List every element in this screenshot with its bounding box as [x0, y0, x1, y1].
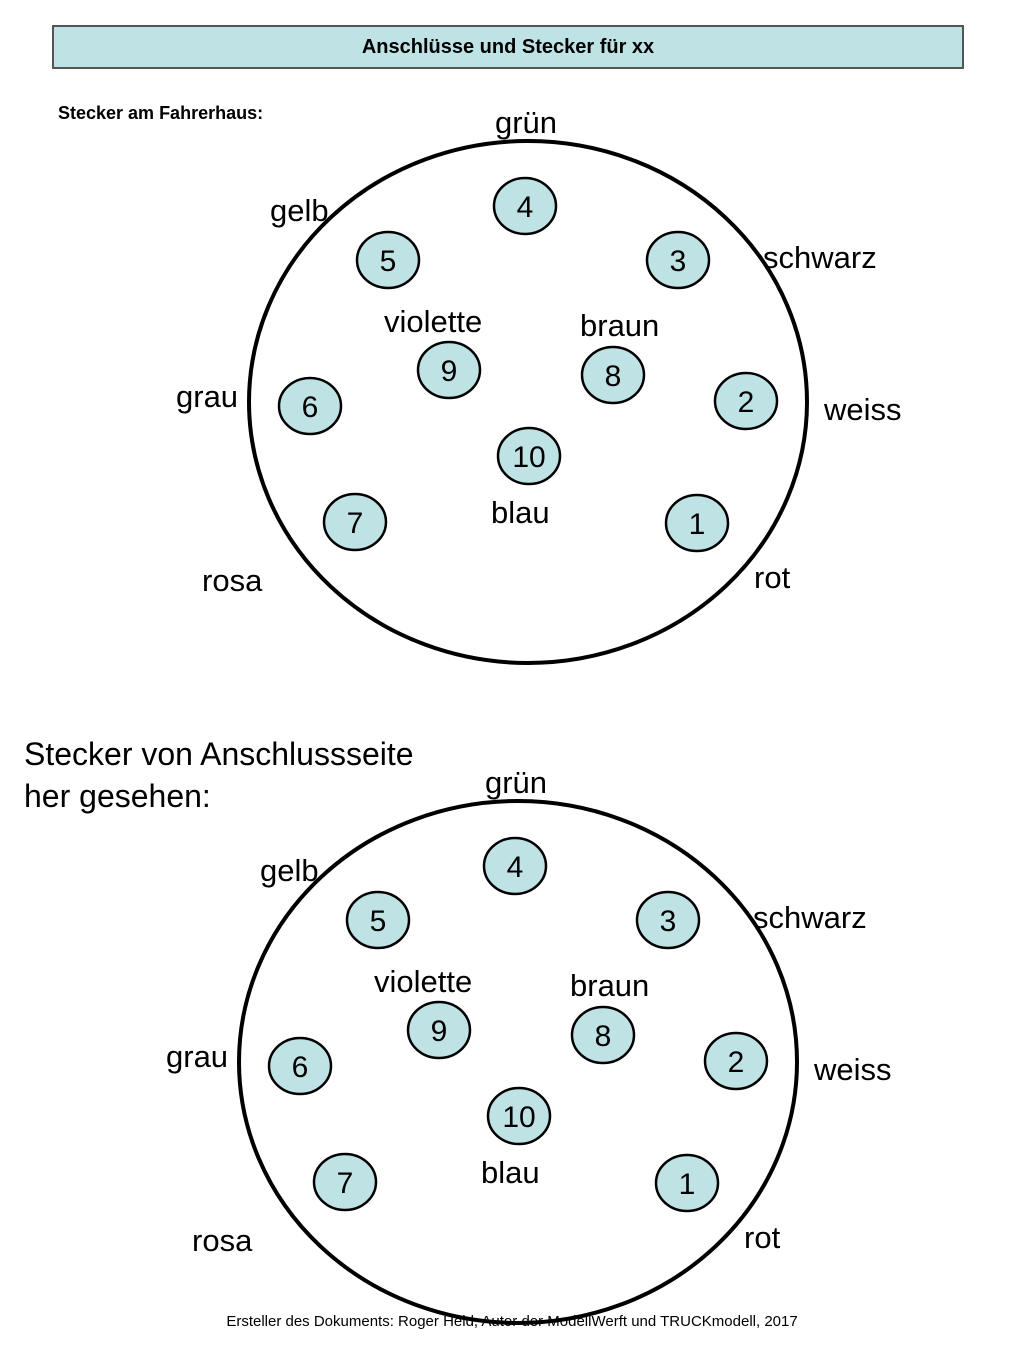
footer-credit: Ersteller des Dokuments: Roger Held, Aut… [226, 1313, 798, 1330]
pin-4 [492, 176, 558, 236]
pin-1 [654, 1153, 720, 1213]
pin-number-2: 2 [738, 386, 755, 419]
pin-number-2: 2 [728, 1046, 745, 1079]
document-title: Anschlüsse und Stecker für xx [52, 25, 964, 69]
wire-color-label-3: schwarz [763, 240, 877, 275]
pin-3 [645, 230, 711, 290]
pin-5 [355, 230, 421, 290]
wire-color-label-6: grau [176, 379, 238, 414]
pin-number-5: 5 [370, 905, 387, 938]
pin-number-1: 1 [689, 508, 706, 541]
wire-color-label-5: gelb [260, 853, 319, 888]
pin-2 [713, 371, 779, 431]
connector-body-outline [247, 139, 809, 665]
pin-10 [486, 1086, 552, 1146]
section-label-fahrerhaus: Stecker am Fahrerhaus: [58, 103, 264, 123]
pin-8 [570, 1005, 636, 1065]
wire-color-label-8: braun [570, 968, 649, 1003]
section-label-line-1: Stecker von Anschlussseite [24, 736, 414, 772]
pin-9 [406, 1000, 472, 1060]
wire-color-label-3: schwarz [753, 900, 867, 935]
pin-4 [482, 836, 548, 896]
section-label-anschlussseite: Stecker von Anschlussseite her gesehen: [24, 733, 414, 817]
pin-7 [322, 492, 388, 552]
pin-number-9: 9 [431, 1015, 448, 1048]
wire-color-label-6: grau [166, 1039, 228, 1074]
wire-color-label-7: rosa [202, 563, 263, 598]
pin-2 [703, 1031, 769, 1091]
pin-number-7: 7 [347, 507, 364, 540]
connector-fahrerhaus: 1 rot 2 weiss 3 schwarz 4 grün 5 gelb 6 grau 7 rosa 8 b… [176, 105, 902, 665]
connector-anschlussseite: 1 rot 2 weiss 3 schwarz 4 grün 5 gelb 6 grau 7 rosa 8 b… [166, 765, 892, 1325]
pin-number-6: 6 [302, 391, 319, 424]
wire-color-label-9: violette [374, 964, 472, 999]
section-label-line-2: her gesehen: [24, 778, 211, 814]
wire-color-label-10: blau [491, 495, 550, 530]
connector-body-outline [237, 799, 799, 1325]
wire-color-label-2: weiss [813, 1052, 892, 1087]
pin-5 [345, 890, 411, 950]
wire-color-label-8: braun [580, 308, 659, 343]
pin-number-10: 10 [502, 1101, 535, 1134]
pin-7 [312, 1152, 378, 1212]
wire-color-label-1: rot [744, 1220, 781, 1255]
pin-3 [635, 890, 701, 950]
pin-10 [496, 426, 562, 486]
wire-color-label-2: weiss [823, 392, 902, 427]
pin-1 [664, 493, 730, 553]
pin-number-8: 8 [605, 360, 622, 393]
pin-number-4: 4 [517, 191, 534, 224]
wire-color-label-9: violette [384, 304, 482, 339]
pin-9 [416, 340, 482, 400]
wire-color-label-4: grün [485, 765, 547, 800]
wire-color-label-4: grün [495, 105, 557, 140]
wire-color-label-5: gelb [270, 193, 329, 228]
pin-number-7: 7 [337, 1167, 354, 1200]
pin-number-9: 9 [441, 355, 458, 388]
pin-number-6: 6 [292, 1051, 309, 1084]
pin-number-3: 3 [660, 905, 677, 938]
pin-number-3: 3 [670, 245, 687, 278]
pin-number-4: 4 [507, 851, 524, 884]
wire-color-label-10: blau [481, 1155, 540, 1190]
pin-number-10: 10 [512, 441, 545, 474]
pin-number-8: 8 [595, 1020, 612, 1053]
wire-color-label-1: rot [754, 560, 791, 595]
pin-6 [267, 1036, 333, 1096]
pin-number-1: 1 [679, 1168, 696, 1201]
pin-8 [580, 345, 646, 405]
pin-number-5: 5 [380, 245, 397, 278]
wire-color-label-7: rosa [192, 1223, 253, 1258]
pin-6 [277, 376, 343, 436]
